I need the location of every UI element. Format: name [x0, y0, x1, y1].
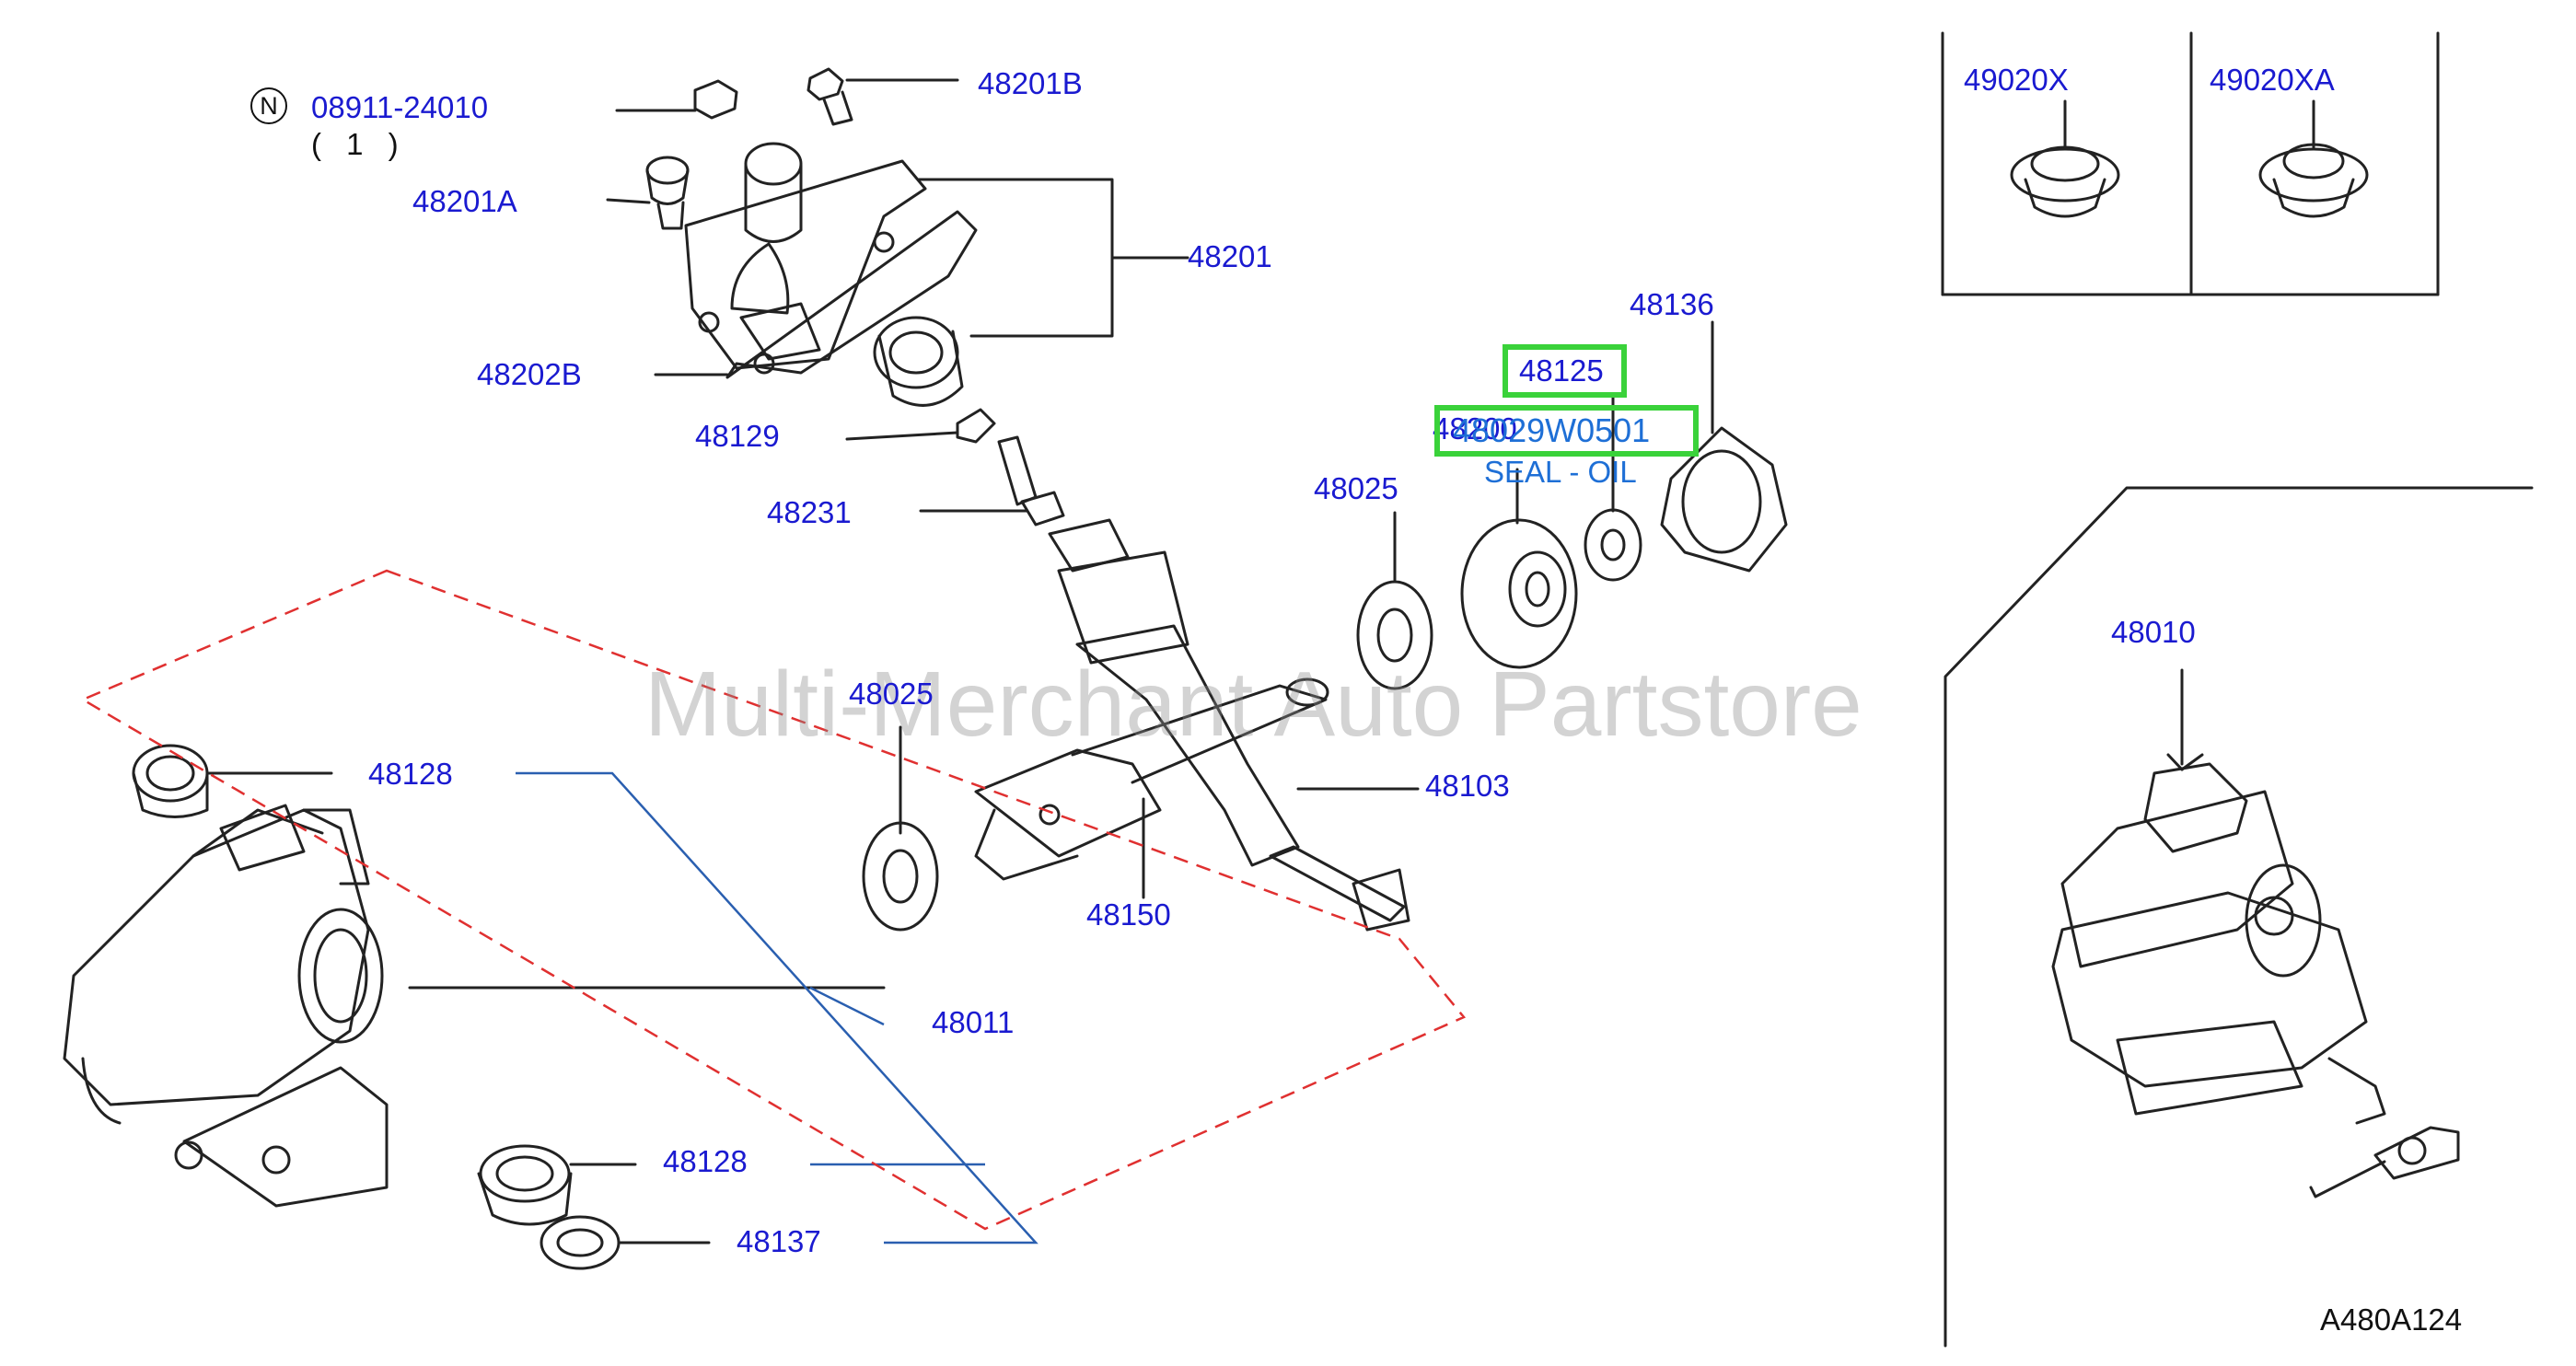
- part-label-48201a[interactable]: 48201A: [412, 184, 517, 218]
- part-label-48201b[interactable]: 48201B: [978, 66, 1083, 100]
- bolt-48201a: [606, 156, 690, 230]
- lock-nut-48136: [1660, 320, 1788, 573]
- plug-49020xa: [2258, 99, 2369, 218]
- adjuster-plug-48200: [1460, 468, 1578, 669]
- note-circle-n: N: [250, 87, 287, 124]
- part-label-48011[interactable]: 48011: [932, 1005, 1015, 1039]
- part-label-48125[interactable]: 48125: [1519, 353, 1604, 388]
- note-quantity: ( 1 ): [311, 127, 399, 161]
- bracket-48128-48137: [516, 771, 1039, 1244]
- plug-49020x: [2010, 99, 2120, 218]
- highlight-part-number[interactable]: 48029W0501: [1453, 411, 1651, 449]
- part-label-48128-lower[interactable]: 48128: [663, 1144, 748, 1178]
- part-label-48201[interactable]: 48201: [1188, 239, 1272, 273]
- diagram-code: A480A124: [2320, 1302, 2463, 1337]
- part-label-48025-upper[interactable]: 48025: [1314, 471, 1398, 505]
- needle-bearing-48128b: [477, 1144, 637, 1226]
- part-label-08911-24010[interactable]: 08911-24010: [311, 90, 489, 124]
- dashed-subassembly-boundary: [80, 569, 1467, 1231]
- part-label-48137[interactable]: 48137: [737, 1224, 821, 1258]
- bolt-48201b: [806, 67, 959, 126]
- adjusting-screw-48231: [919, 435, 1065, 527]
- needle-bearing-upper: [873, 316, 964, 407]
- sector-shaft-48103: [1048, 518, 1420, 932]
- part-label-48129[interactable]: 48129: [695, 419, 780, 453]
- watermark: Multi-Merchant Auto Partstore: [644, 653, 1862, 756]
- assembly-frame: [1944, 486, 2534, 1348]
- highlight-box-48125: [1503, 344, 1627, 398]
- part-label-48103[interactable]: 48103: [1425, 769, 1510, 803]
- needle-bearing-48128a: [132, 744, 333, 818]
- part-label-49020xa[interactable]: 49020XA: [2210, 63, 2335, 97]
- ball-bearing-upper: [1356, 511, 1433, 690]
- cover-assembly-48201: [684, 142, 1189, 379]
- steering-gear-assembly-48010: [2051, 668, 2460, 1198]
- part-label-48150[interactable]: 48150: [1086, 897, 1171, 932]
- highlight-box-part-number: [1434, 405, 1699, 457]
- part-label-48202b[interactable]: 48202B: [477, 357, 582, 391]
- part-label-49020x[interactable]: 49020X: [1964, 63, 2069, 97]
- part-label-48200[interactable]: 48200: [1433, 411, 1517, 446]
- part-label-48128-upper[interactable]: 48128: [368, 757, 453, 791]
- nut-08911: [615, 79, 738, 120]
- part-label-48025-lower[interactable]: 48025: [849, 677, 934, 711]
- seal-48137: [540, 1215, 711, 1270]
- inset-box-49020: [1941, 31, 2440, 296]
- highlight-part-description: SEAL - OIL: [1484, 455, 1637, 489]
- gear-housing-48011: [63, 804, 886, 1208]
- part-label-48136[interactable]: 48136: [1630, 287, 1714, 321]
- ball-bearing-lower: [862, 725, 939, 932]
- part-label-48010[interactable]: 48010: [2111, 615, 2196, 649]
- worm-shaft-48150: [974, 677, 1329, 899]
- part-label-48231[interactable]: 48231: [767, 495, 852, 529]
- washer-48129: [845, 408, 996, 444]
